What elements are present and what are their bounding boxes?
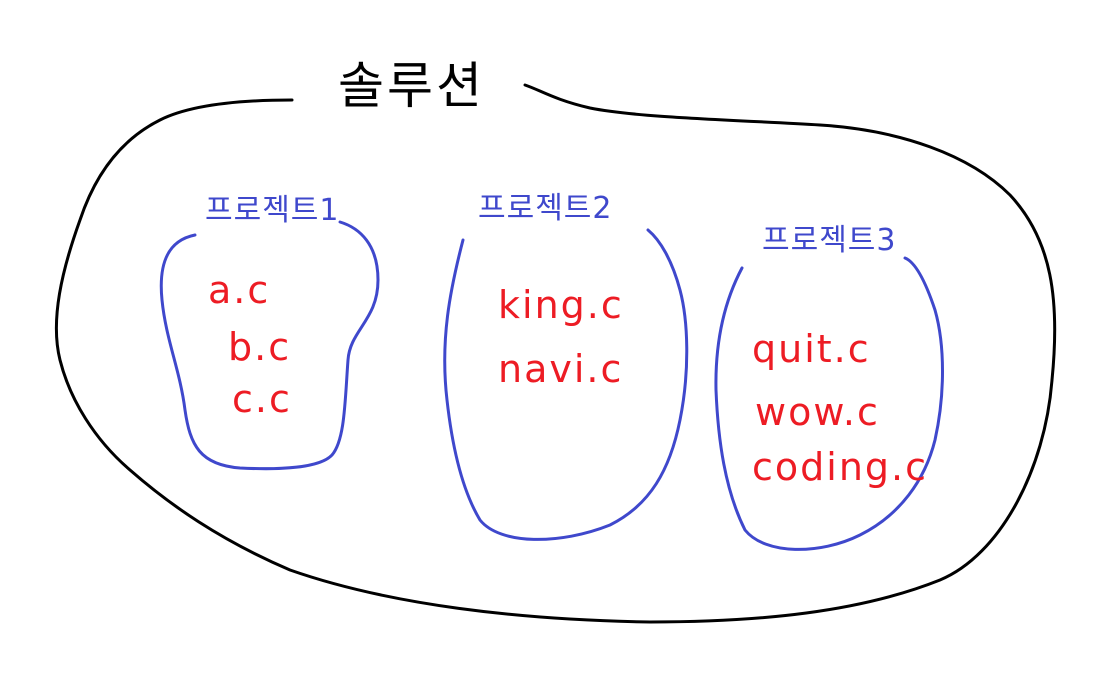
file-label: b.c [228,325,291,369]
file-label: a.c [208,268,270,312]
project-title-3: 프로젝트3 [762,223,897,258]
project-title-2: 프로젝트2 [478,191,613,226]
project-group-1: 프로젝트1 a.c b.c c.c [159,193,380,471]
file-label: navi.c [498,347,623,391]
project-boundary-3 [714,256,944,551]
project-boundary-2 [443,228,689,541]
file-label: coding.c [752,445,928,489]
file-label: king.c [498,283,624,327]
project-group-3: 프로젝트3 quit.c wow.c coding.c [714,223,944,551]
solution-title: 솔루션 [338,57,485,115]
file-label: quit.c [752,327,871,371]
file-label: c.c [232,377,292,421]
project-title-1: 프로젝트1 [205,193,340,228]
project-boundary-1 [159,220,380,471]
project-group-2: 프로젝트2 king.c navi.c [443,191,689,541]
solution-boundary [54,83,1057,624]
file-label: wow.c [755,390,880,434]
